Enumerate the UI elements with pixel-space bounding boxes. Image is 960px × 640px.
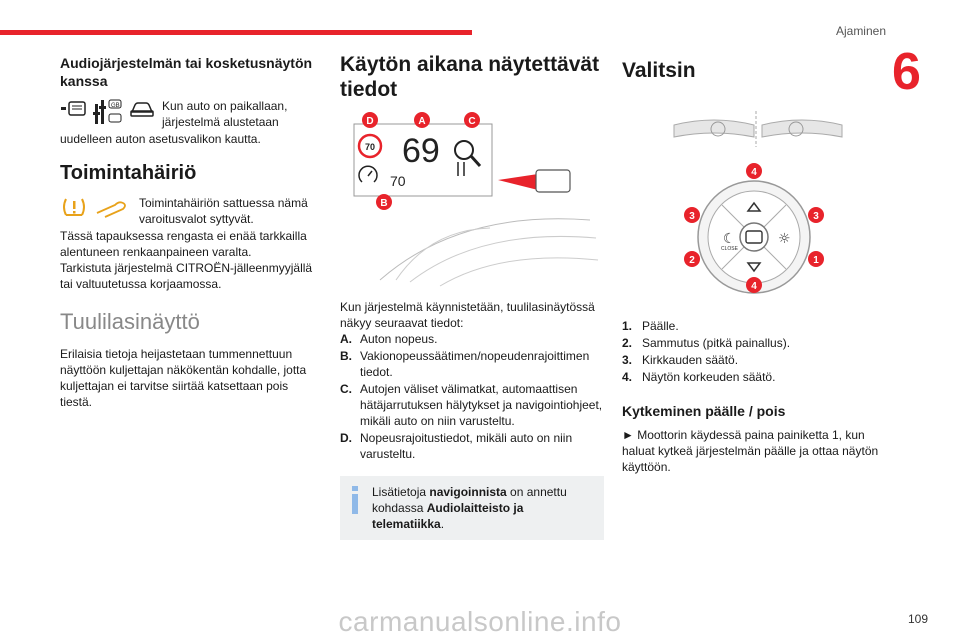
- fault-heading: Toimintahäiriö: [60, 162, 197, 184]
- selector-list: 1.Päälle. 2.Sammutus (pitkä painallus). …: [622, 318, 888, 385]
- fault-text-3: Tarkistuta järjestelmä CITROËN-jälleenmy…: [60, 261, 313, 291]
- cruise-control-icon: [358, 165, 378, 183]
- hud-screen: [535, 169, 571, 193]
- arrow-up-icon: [746, 201, 762, 212]
- audio-heading: Audiojärjestelmän tai kosketusnäytön kan…: [60, 55, 313, 89]
- selector-heading: Valitsin: [622, 59, 696, 82]
- callout-b: B: [380, 198, 387, 209]
- projection-beam: [498, 174, 538, 190]
- list-item: C.Autojen väliset välimatkat, automaatti…: [340, 382, 603, 428]
- badge-4-bottom: 4: [751, 281, 757, 292]
- car-icon: [130, 102, 154, 117]
- sun-icon: ☼: [778, 231, 791, 247]
- audio-text-1: Kun auto on paikallaan, järjestelmä alus…: [162, 99, 288, 129]
- header-accent-bar: [0, 30, 472, 35]
- hud-toggle-icon: [745, 230, 763, 244]
- navigation-arrow-icon: [454, 140, 482, 176]
- info-icon: [352, 486, 358, 514]
- list-item: 1.Päälle.: [622, 319, 679, 333]
- vehicle-speed: 69: [402, 132, 440, 170]
- callout-a: A: [418, 116, 425, 127]
- column-middle: Käytön aikana näytettävät tiedot 70 69 7…: [340, 52, 604, 540]
- hud-heading: Tuulilasinäyttö: [60, 309, 200, 334]
- info-heading: Käytön aikana näytettävät tiedot: [340, 53, 600, 101]
- fault-icon-row: Toimintahäiriön sattuessa nämä varoitusv…: [60, 195, 322, 227]
- audio-icon-row: GB Kun auto on paikallaan, järjestelmä a…: [60, 98, 322, 130]
- fault-text-2: Tässä tapauksessa rengasta ei enää tarkk…: [60, 229, 307, 259]
- callout-c: C: [468, 116, 475, 127]
- moon-icon: ☾: [723, 231, 736, 247]
- chapter-number-text: 6: [892, 43, 921, 101]
- list-item: A.Auton nopeus.: [340, 332, 438, 346]
- list-item: D.Nopeusrajoitustiedot, mikäli auto on n…: [340, 431, 573, 461]
- svg-text:GB: GB: [111, 103, 120, 109]
- speed-limit-value: 70: [365, 142, 375, 152]
- hud-text: Erilaisia tietoja heijastetaan tummennet…: [60, 347, 307, 409]
- badge-3-left: 3: [689, 211, 695, 222]
- tyre-pressure-icon: [96, 201, 126, 218]
- close-label: CLOSE: [721, 246, 739, 252]
- audio-icons: GB: [60, 98, 156, 126]
- info-intro: Kun järjestelmä käynnistetään, tuulilasi…: [340, 300, 595, 330]
- audio-text-2: uudelleen auton asetusvalikon kautta.: [60, 132, 261, 146]
- badge-3-right: 3: [813, 211, 819, 222]
- info-note-text: Lisätietoja navigoinnista on annettu koh…: [372, 485, 567, 531]
- switch-heading: Kytkeminen päälle / pois: [622, 403, 786, 419]
- list-item: 3.Kirkkauden säätö.: [622, 353, 739, 367]
- arrow-down-icon: [746, 262, 762, 273]
- list-item: B.Vakionopeussäätimen/nopeudenrajoittime…: [340, 349, 590, 379]
- page-number: 109: [907, 612, 928, 626]
- callout-d: D: [366, 116, 373, 127]
- badge-2: 2: [689, 255, 695, 266]
- column-left: Audiojärjestelmän tai kosketusnäytön kan…: [60, 54, 322, 410]
- list-item: 2.Sammutus (pitkä painallus).: [622, 336, 791, 350]
- hud-figure: 70 69 70 D A C B: [353, 112, 599, 287]
- badge-4-top: 4: [751, 167, 757, 178]
- info-note-box: Lisätietoja navigoinnista on annettu koh…: [340, 476, 604, 540]
- car-screen-icon: [61, 101, 86, 116]
- info-list: A.Auton nopeus. B.Vakionopeussäätimen/no…: [340, 331, 604, 462]
- fault-text-1: Toimintahäiriön sattuessa nämä varoitusv…: [139, 196, 308, 226]
- badge-1: 1: [813, 255, 819, 266]
- settings-slider-icon: GB: [93, 99, 122, 124]
- watermark: carmanualsonline.info: [338, 606, 622, 637]
- cruise-speed: 70: [390, 173, 406, 189]
- fault-icons: [60, 195, 133, 219]
- column-right: Valitsin ☾ CLOSE ☼ 4 3 3 2 1 4 1.Päälle.…: [622, 54, 888, 475]
- list-item: 4.Näytön korkeuden säätö.: [622, 370, 776, 384]
- tyre-warning-icon: [63, 198, 85, 216]
- chapter-number: 6: [884, 43, 960, 102]
- switch-text: ► Moottorin käydessä paina painiketta 1,…: [622, 428, 879, 474]
- section-title: Ajaminen: [835, 24, 886, 38]
- selector-figure: ☾ CLOSE ☼ 4 3 3 2 1 4: [673, 111, 843, 294]
- speed-limit-sign: [357, 133, 383, 159]
